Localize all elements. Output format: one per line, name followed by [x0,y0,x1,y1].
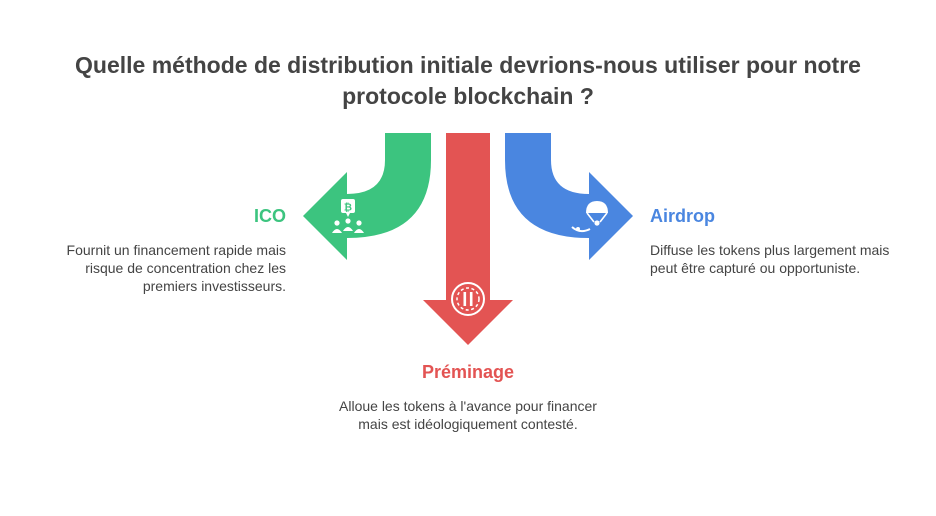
ico-description: Fournit un financement rapide mais risqu… [66,242,286,294]
ico-arrow [303,133,431,260]
ico-label: ICO [253,206,286,226]
bitcoin-crowd-icon: ₿ [332,199,364,233]
parachute-drop-icon [571,201,608,233]
preminage-description: Alloue les tokens à l'avance pour financ… [339,398,597,432]
svg-text:₿: ₿ [344,202,352,214]
page-title: Quelle méthode de distribution initiale … [75,52,861,109]
preminage-arrow [423,133,513,345]
token-coin-icon [451,282,485,316]
preminage-label: Préminage [421,362,515,382]
airdrop-arrow [505,133,633,260]
airdrop-description: Diffuse les tokens plus largement mais p… [650,242,890,276]
airdrop-label: Airdrop [650,206,715,226]
